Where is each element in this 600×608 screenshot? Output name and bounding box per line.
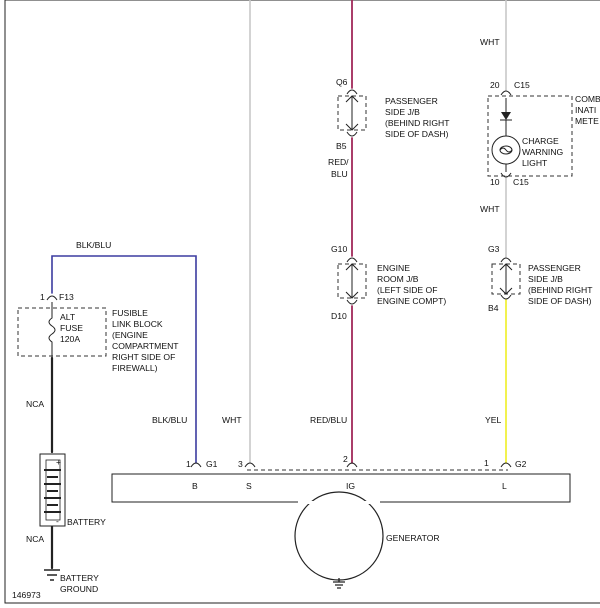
wire-label-wht-mid-right: WHT — [480, 204, 500, 214]
label-generator: GENERATOR — [386, 533, 440, 543]
battery-plus: + — [56, 457, 61, 467]
combination-meter-box — [487, 95, 573, 177]
svg-text:(LEFT SIDE OF: (LEFT SIDE OF — [377, 285, 437, 295]
svg-text:BATTERY: BATTERY — [60, 573, 99, 583]
charge-warning-light-icon — [491, 98, 521, 172]
connector-c15-bot: C15 — [513, 177, 529, 187]
svg-text:ENGINE: ENGINE — [377, 263, 410, 273]
connector-c15-bot-pin: 10 — [490, 177, 500, 187]
svg-text:(BEHIND RIGHT: (BEHIND RIGHT — [385, 118, 450, 128]
fusible-link-box — [17, 307, 107, 357]
wire-label-blk-blu-bottom: BLK/BLU — [152, 415, 187, 425]
label-combination-meter: COMB INATI METE — [575, 94, 600, 126]
connector-g10: G10 — [331, 244, 347, 254]
wire-label-red-blu-mid: RED/ — [328, 157, 349, 167]
passenger-jb-right-link — [499, 263, 513, 295]
wire-label-yel: YEL — [485, 415, 501, 425]
connector-f13: F13 — [59, 292, 74, 302]
wire-label-red-blu-mid2: BLU — [331, 169, 348, 179]
connector-arcs — [46, 89, 512, 468]
generator-icon — [294, 491, 384, 581]
label-battery-ground: BATTERY GROUND — [60, 573, 99, 594]
battery-ground-icon — [44, 569, 60, 581]
svg-text:PASSENGER: PASSENGER — [528, 263, 581, 273]
battery-icon — [39, 453, 66, 527]
terminal-ig: IG — [346, 481, 355, 491]
wire-label-blk-blu-top: BLK/BLU — [76, 240, 111, 250]
wire-label-wht-top-right: WHT — [480, 37, 500, 47]
connector-g1: G1 — [206, 459, 218, 469]
wire-label-wht-left: WHT — [222, 415, 242, 425]
connector-g2: G2 — [515, 459, 527, 469]
svg-text:WARNING: WARNING — [522, 147, 564, 157]
engine-room-jb-link — [345, 263, 359, 299]
svg-text:INATI: INATI — [575, 105, 596, 115]
connector-q6: Q6 — [336, 77, 348, 87]
label-charge-warning-light: CHARGE WARNING LIGHT — [522, 136, 564, 168]
wire-label-nca-upper: NCA — [26, 399, 44, 409]
label-alt-fuse: ALT FUSE 120A — [60, 312, 83, 344]
wire-label-red-blu-bottom: RED/BLU — [310, 415, 347, 425]
svg-text:FIREWALL): FIREWALL) — [112, 363, 158, 373]
svg-text:PASSENGER: PASSENGER — [385, 96, 438, 106]
connector-b5: B5 — [336, 141, 347, 151]
terminal-b: B — [192, 481, 198, 491]
svg-text:COMB: COMB — [575, 94, 600, 104]
svg-text:SIDE J/B: SIDE J/B — [528, 274, 563, 284]
svg-text:FUSE: FUSE — [60, 323, 83, 333]
connector-c15-top: C15 — [514, 80, 530, 90]
svg-text:CHARGE: CHARGE — [522, 136, 559, 146]
page-frame — [4, 0, 600, 604]
connector-g1-pin: 1 — [186, 459, 191, 469]
connector-g2-pin: 1 — [484, 458, 489, 468]
label-fusible-link-block: FUSIBLE LINK BLOCK (ENGINE COMPARTMENT R… — [112, 308, 179, 373]
svg-text:METE: METE — [575, 116, 599, 126]
connector-g3: G3 — [488, 244, 500, 254]
svg-text:ROOM J/B: ROOM J/B — [377, 274, 419, 284]
terminal-l: L — [502, 481, 507, 491]
svg-text:FUSIBLE: FUSIBLE — [112, 308, 148, 318]
connector-c15-top-pin: 20 — [490, 80, 500, 90]
figure-id: 146973 — [12, 590, 41, 600]
connector-d10: D10 — [331, 311, 347, 321]
svg-text:SIDE OF DASH): SIDE OF DASH) — [528, 296, 592, 306]
svg-text:SIDE J/B: SIDE J/B — [385, 107, 420, 117]
label-battery: BATTERY — [67, 517, 106, 527]
terminal-s: S — [246, 481, 252, 491]
svg-text:RIGHT SIDE OF: RIGHT SIDE OF — [112, 352, 175, 362]
generator-ground-icon — [333, 578, 345, 589]
svg-text:ALT: ALT — [60, 312, 76, 322]
connector-pin3: 3 — [238, 459, 243, 469]
svg-text:ENGINE COMPT): ENGINE COMPT) — [377, 296, 446, 306]
svg-text:(BEHIND RIGHT: (BEHIND RIGHT — [528, 285, 593, 295]
battery-minus: - — [56, 516, 59, 526]
svg-text:GROUND: GROUND — [60, 584, 98, 594]
connector-b4: B4 — [488, 303, 499, 313]
alt-fuse-icon — [48, 302, 56, 358]
wire-blk-blu — [51, 255, 197, 464]
svg-text:LINK BLOCK: LINK BLOCK — [112, 319, 163, 329]
svg-text:LIGHT: LIGHT — [522, 158, 548, 168]
svg-text:SIDE OF DASH): SIDE OF DASH) — [385, 129, 449, 139]
label-engine-room-jb: ENGINE ROOM J/B (LEFT SIDE OF ENGINE COM… — [377, 263, 446, 306]
connector-f13-pin: 1 — [40, 292, 45, 302]
label-passenger-jb-top: PASSENGER SIDE J/B (BEHIND RIGHT SIDE OF… — [385, 96, 450, 139]
label-passenger-jb-right: PASSENGER SIDE J/B (BEHIND RIGHT SIDE OF… — [528, 263, 593, 306]
wire-label-nca-lower: NCA — [26, 534, 44, 544]
passenger-jb-top-link — [345, 95, 359, 131]
connector-pin2: 2 — [343, 454, 348, 464]
svg-text:(ENGINE: (ENGINE — [112, 330, 148, 340]
svg-text:120A: 120A — [60, 334, 80, 344]
svg-text:COMPARTMENT: COMPARTMENT — [112, 341, 179, 351]
